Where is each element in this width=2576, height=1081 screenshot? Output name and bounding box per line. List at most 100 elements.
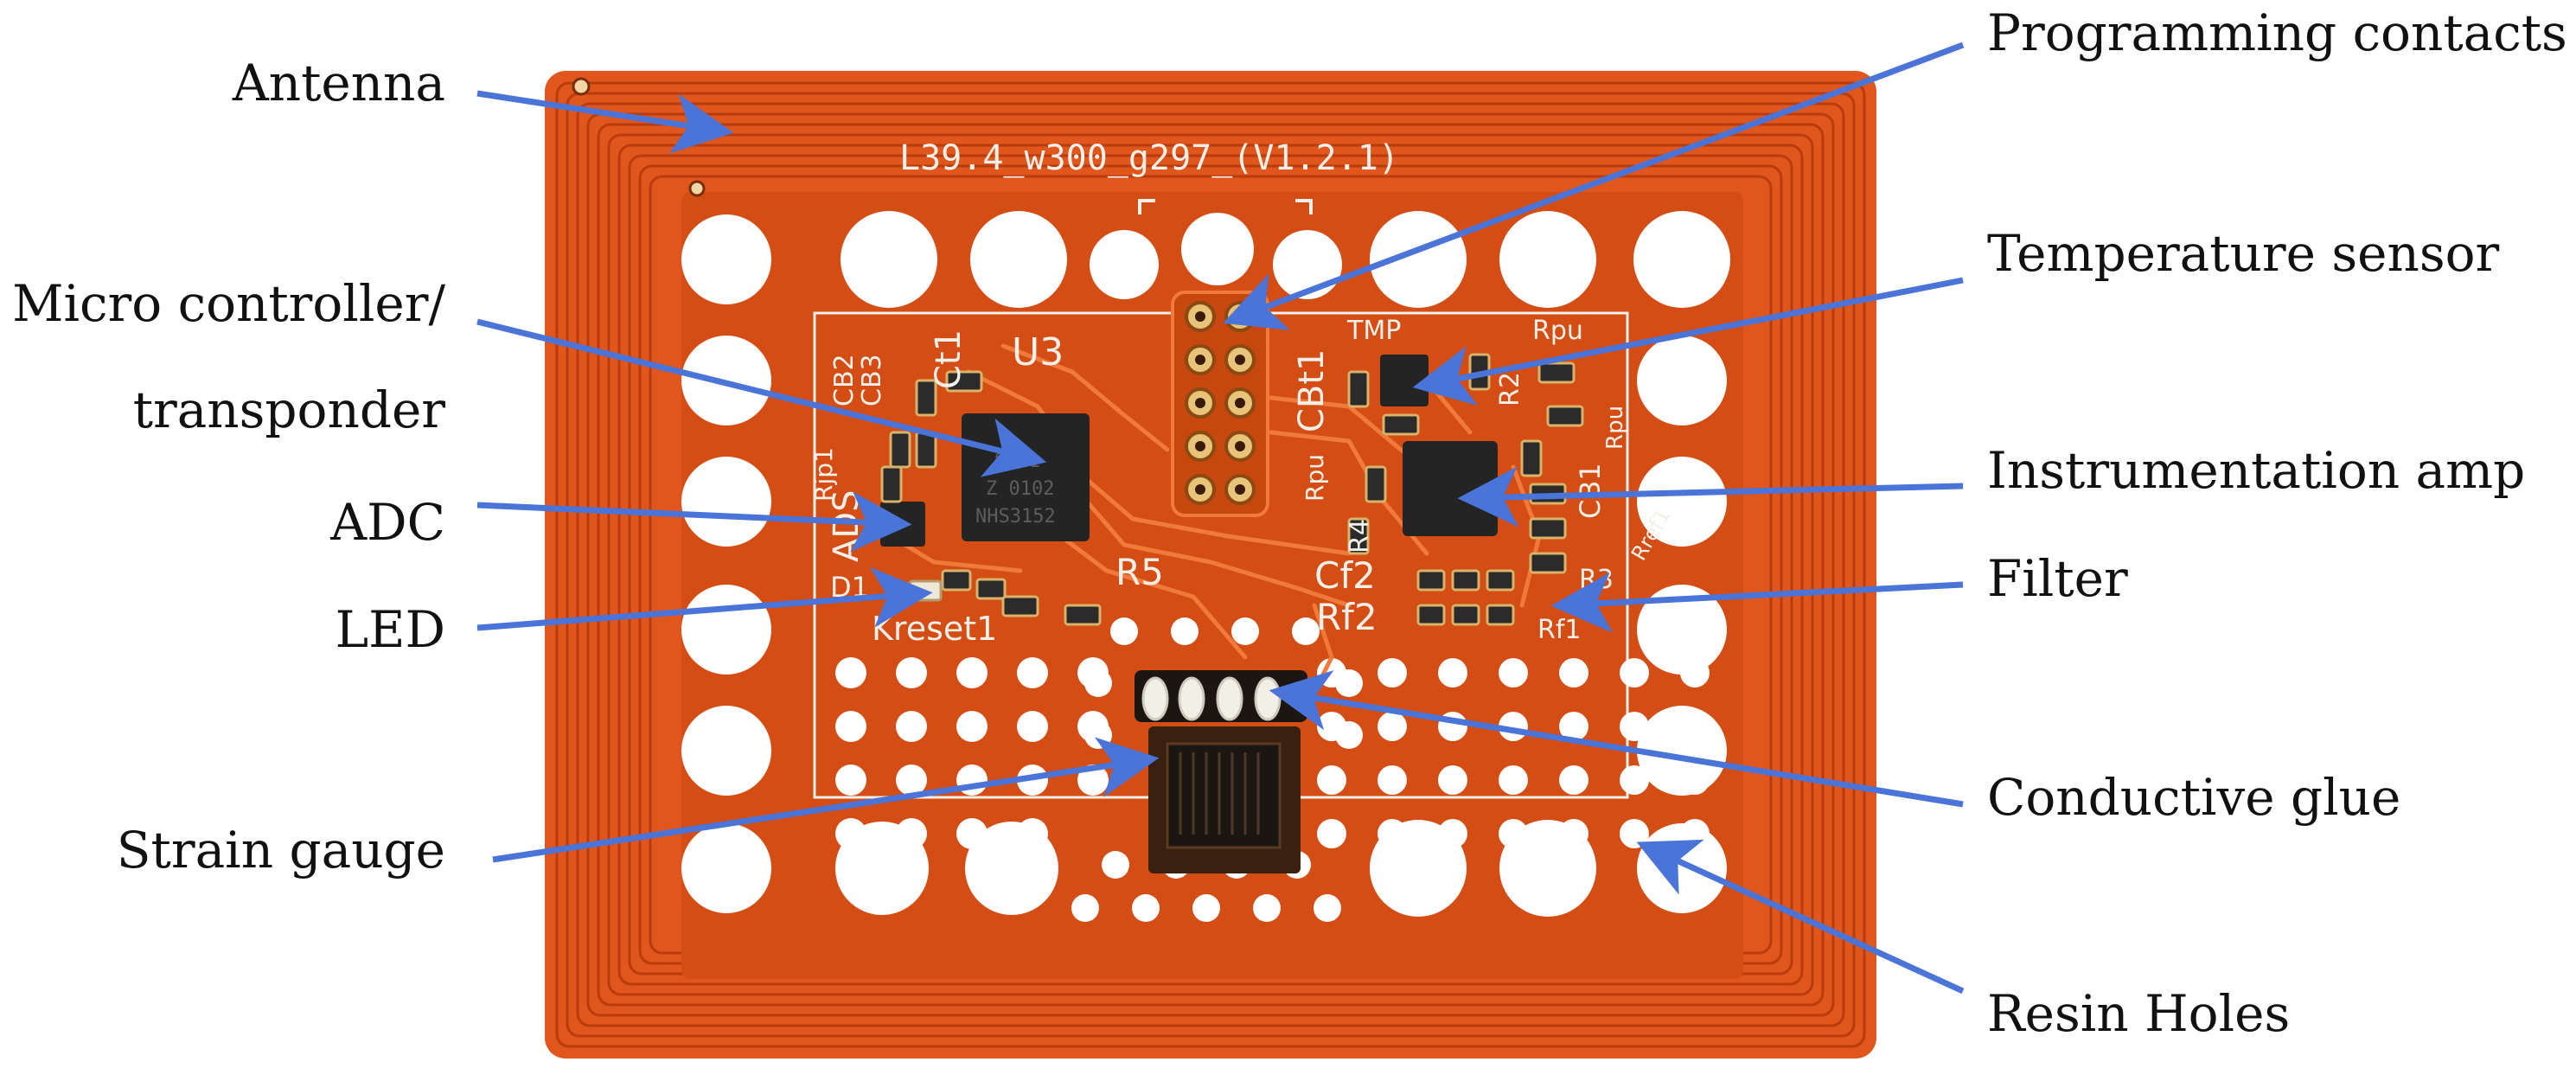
resin-hole-small [1377,712,1407,741]
silk-cf2: Cf2 [1314,554,1376,597]
silk-r2: R2 [1495,372,1525,406]
smd-component [1064,604,1102,626]
resin-hole-small [1620,765,1649,795]
silk-cb1: CB1 [1574,463,1607,519]
label-resin-holes: Resin Holes [1987,984,2290,1043]
resin-hole-small [1292,617,1320,645]
smd-component [1416,604,1446,626]
arrow-filter [1550,572,1964,633]
resin-hole-small [1559,658,1588,688]
resin-hole-small [1017,711,1048,742]
resin-hole-small [896,818,927,849]
resin-hole-small [896,764,927,796]
arrow-microcontroller [476,318,1047,477]
resin-hole-small [1377,658,1407,688]
board-title: L39.4_w300_g297_(V1.2.1) [899,138,1399,178]
smd-component [1529,517,1567,540]
resin-hole-small [1314,894,1341,922]
arrow-conductive-glue [1269,670,1964,808]
resin-hole-small [1620,819,1649,848]
resin-hole-small [1559,819,1588,848]
smd-component [889,431,911,469]
label-filter: Filter [1987,549,2128,608]
arrow-adc [476,491,912,553]
resin-hole-small [1132,894,1160,922]
smd-component [1486,569,1515,592]
label-programming-contacts: Programming contacts [1987,3,2567,62]
resin-hole [1637,336,1727,425]
smd-component [1451,569,1480,592]
led-component [908,579,943,602]
resin-hole-small [1377,765,1407,795]
resin-hole-small [1017,818,1048,849]
resin-hole-small [1620,658,1649,688]
arrow-temperature-sensor [1412,277,1964,406]
resin-hole-small [1438,819,1467,848]
resin-hole-small [1102,851,1129,879]
callout-labels: Antenna Micro controller/ transponder AD… [12,3,2567,1043]
silk-rjp1: Rjp1 [809,447,838,502]
resin-hole-small [1499,765,1528,795]
resin-hole-small [1335,669,1363,697]
smd-component [941,569,972,592]
silk-ct1: Ct1 [929,329,968,389]
silk-tmp: TMP [1346,316,1401,346]
silk-rpu: Rpu [1602,406,1628,450]
silk-ads: ADS [827,489,866,562]
resin-hole [681,706,771,796]
resin-hole-small [1499,658,1528,688]
smd-component [1001,595,1039,617]
resin-hole [970,211,1067,308]
silk-rf2: Rf2 [1316,596,1377,638]
silk-rpu: Rpu [1301,454,1329,502]
resin-hole-small [956,818,988,849]
smd-component [1451,604,1480,626]
smd-component [1529,552,1567,574]
smd-component [1347,370,1370,408]
label-transponder: transponder [133,381,446,439]
smd-component [1347,517,1370,555]
resin-hole-small [1017,657,1048,688]
microcontroller-chip: S821 Z 0102 NHS3152 [962,413,1090,541]
programming-pad-hole [1195,484,1205,495]
resin-hole-small [1559,712,1588,741]
antenna-coil-trace [566,92,1856,1038]
arrow-antenna [476,90,734,154]
resin-hole [1499,211,1596,308]
resin-hole-small [1071,894,1099,922]
arrow-programming-contacts [1223,42,1965,330]
resin-hole-small [1559,765,1588,795]
label-adc: ADC [329,493,445,552]
resin-hole-small [896,657,927,688]
resin-hole-small [1171,617,1199,645]
resin-hole-small [956,657,988,688]
resin-hole-small [1231,617,1259,645]
resin-hole-small [1620,712,1649,741]
resin-hole-small [1680,819,1710,848]
resin-hole [1637,457,1727,547]
smd-component [915,431,937,469]
label-microcontroller: Micro controller/ [12,274,445,333]
resin-hole [841,211,937,308]
resin-hole [681,823,771,913]
smd-component [1416,569,1446,592]
programming-pad-hole [1235,355,1245,365]
resin-hole-small [1499,819,1528,848]
resin-hole-small [1680,765,1710,795]
smd-component [975,578,1007,600]
silk-cbt1: CBt1 [1292,349,1332,432]
silk-bracket [1138,199,1155,214]
resin-hole-small [1680,712,1710,741]
arrow-led [476,566,933,631]
pcb-board: L39.4_w300_g297_(V1.2.1) S [545,71,1876,1059]
programming-pad-hole [1195,311,1205,322]
resin-hole [1637,585,1727,675]
label-conductive-glue: Conductive glue [1987,768,2400,827]
chip-marking: NHS3152 [975,506,1056,528]
arrow-strain-gauge [492,737,1160,863]
silk-cb3: CB3 [857,354,887,406]
programming-pad-hole [1195,441,1205,451]
resin-hole-small [1084,669,1112,697]
resin-hole [1090,230,1159,299]
resin-hole-small [1084,721,1112,749]
